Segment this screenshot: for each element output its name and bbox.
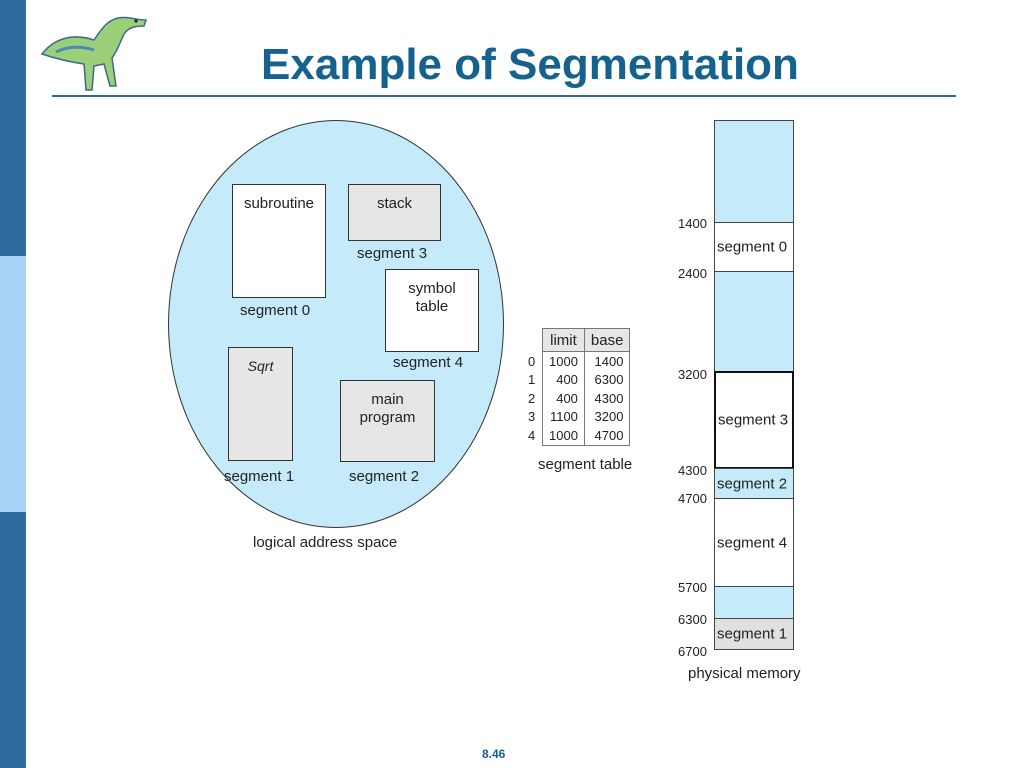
base-cell: 4700 <box>583 426 631 446</box>
physical-segment-4: segment 4 <box>714 498 794 587</box>
logical-address-space-caption: logical address space <box>253 534 398 551</box>
physical-segment-0-label: segment 0 <box>717 238 788 256</box>
address-6300: 6300 <box>678 612 707 627</box>
address-5700: 5700 <box>678 580 707 595</box>
sqrt-box: Sqrt <box>228 347 293 461</box>
limit-cell: 1000 <box>542 426 585 446</box>
symbol-table-box: symbol table <box>385 269 479 352</box>
table-row: 400 6300 <box>542 370 631 389</box>
base-cell: 1400 <box>583 351 631 371</box>
address-4300: 4300 <box>678 463 707 478</box>
symbol-table-label-line1: symbol <box>408 280 456 297</box>
limit-cell: 400 <box>542 389 585 408</box>
left-sidebar-bar <box>0 0 26 768</box>
limit-cell: 400 <box>542 370 585 389</box>
base-cell: 3200 <box>583 407 631 426</box>
segment-table-caption: segment table <box>538 456 633 473</box>
limit-cell: 1100 <box>542 407 585 426</box>
free-memory-block <box>714 271 794 372</box>
base-cell: 4300 <box>583 389 631 408</box>
limit-header: limit <box>542 328 585 352</box>
page-number: 8.46 <box>482 747 506 761</box>
dinosaur-logo-icon <box>40 16 148 91</box>
physical-segment-2: segment 2 <box>714 468 794 499</box>
segment-index: 2 <box>528 391 536 406</box>
segment-table: limit base 1000 1400 400 6300 400 4300 1… <box>542 328 631 446</box>
free-memory-block <box>714 120 794 223</box>
title-divider <box>52 95 956 97</box>
segment-index: 3 <box>528 409 536 424</box>
subroutine-label: subroutine <box>243 195 315 212</box>
logical-segment-2-label: segment 2 <box>349 468 420 485</box>
physical-segment-3: segment 3 <box>714 371 794 469</box>
table-row: 1000 4700 <box>542 426 631 446</box>
address-1400: 1400 <box>678 216 707 231</box>
address-4700: 4700 <box>678 491 707 506</box>
physical-segment-1-label: segment 1 <box>717 625 788 643</box>
logical-segment-0-label: segment 0 <box>240 302 311 319</box>
physical-segment-0: segment 0 <box>714 222 794 272</box>
segment-index: 1 <box>528 372 536 387</box>
page-title: Example of Segmentation <box>261 40 799 89</box>
base-cell: 6300 <box>583 370 631 389</box>
physical-memory-caption: physical memory <box>688 665 801 682</box>
segment-index: 4 <box>528 428 536 443</box>
main-program-box: main program <box>340 380 435 462</box>
table-row: 400 4300 <box>542 389 631 408</box>
segment-index: 0 <box>528 354 536 369</box>
free-memory-block <box>714 586 794 619</box>
sqrt-label: Sqrt <box>247 358 274 374</box>
base-header: base <box>583 328 631 352</box>
main-program-label-line2: program <box>359 409 416 426</box>
physical-segment-2-label: segment 2 <box>717 475 788 492</box>
stack-label: stack <box>376 195 412 212</box>
address-6700: 6700 <box>678 644 707 659</box>
logical-segment-4-label: segment 4 <box>393 354 464 371</box>
logical-segment-3-label: segment 3 <box>357 245 428 262</box>
main-program-label-line1: main <box>371 391 404 408</box>
limit-cell: 1000 <box>542 351 585 371</box>
physical-segment-1: segment 1 <box>714 618 794 650</box>
physical-segment-4-label: segment 4 <box>717 534 788 551</box>
logical-segment-1-label: segment 1 <box>224 468 295 485</box>
symbol-table-label-line2: table <box>415 298 449 315</box>
physical-segment-3-label: segment 3 <box>718 411 789 429</box>
table-row: 1000 1400 <box>542 351 631 371</box>
address-2400: 2400 <box>678 266 707 281</box>
table-row: 1100 3200 <box>542 407 631 426</box>
stack-box: stack <box>348 184 441 241</box>
sidebar-highlight <box>0 256 26 512</box>
subroutine-box: subroutine <box>232 184 326 298</box>
address-3200: 3200 <box>678 367 707 382</box>
